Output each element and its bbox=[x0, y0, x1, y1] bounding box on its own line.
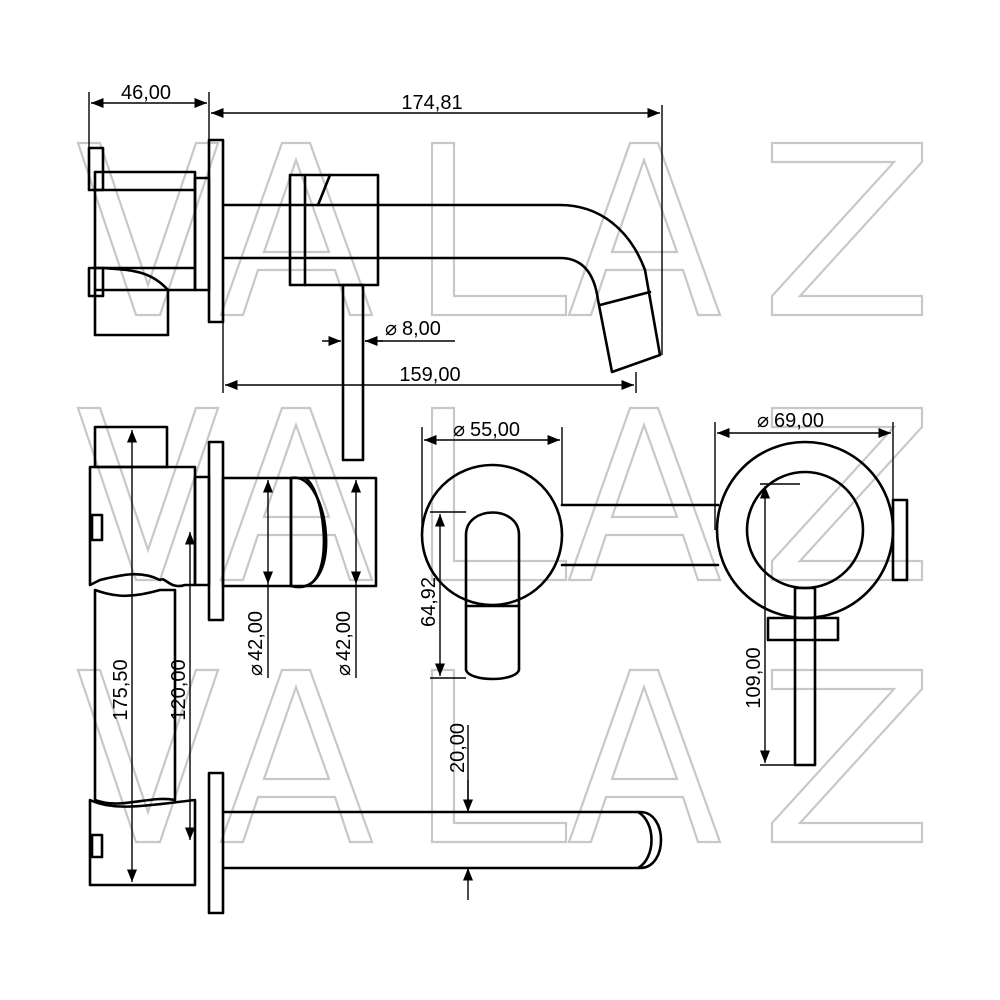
wall-plate bbox=[207, 138, 225, 324]
spout bbox=[221, 203, 662, 374]
valve-side-view bbox=[88, 425, 663, 915]
dim-20: 20,00 bbox=[447, 723, 474, 900]
dim-dia-55: ⌀ 55,00 bbox=[421, 419, 563, 535]
dim-dia-55-symbol: ⌀ bbox=[453, 419, 465, 441]
spout-wall-plate bbox=[207, 771, 225, 915]
dim-120-label: 120,00 bbox=[168, 659, 190, 720]
dim-109: 109,00 bbox=[743, 483, 800, 766]
watermark bbox=[76, 141, 924, 844]
dim-175-50-label: 175,50 bbox=[110, 659, 132, 720]
dim-dia-42-a-symbol: ⌀ bbox=[245, 664, 267, 676]
dim-dia-69-label: 69,00 bbox=[774, 410, 824, 432]
dim-120: 120,00 bbox=[168, 532, 196, 840]
dim-64-92-label: 64,92 bbox=[418, 577, 440, 627]
dim-64-92: 64,92 bbox=[418, 511, 466, 679]
dim-dia-42-a: 42,00 ⌀ bbox=[245, 480, 274, 678]
dim-dia-55-label: 55,00 bbox=[470, 419, 520, 441]
spout-rosette bbox=[420, 463, 564, 607]
dim-dia-42-b: 42,00 ⌀ bbox=[333, 480, 362, 678]
dim-dia-8: ⌀ 8,00 bbox=[322, 318, 455, 347]
dim-dia-69: ⌀ 69,00 bbox=[714, 410, 894, 530]
dim-dia-8-label: 8,00 bbox=[402, 318, 441, 340]
handle-block bbox=[288, 173, 380, 287]
handle-lever bbox=[793, 586, 817, 767]
spout-front bbox=[464, 511, 521, 681]
body-inlet bbox=[93, 288, 170, 337]
watermark-row-1 bbox=[76, 141, 924, 317]
dim-109-label: 109,00 bbox=[743, 647, 765, 708]
dim-dia-69-symbol: ⌀ bbox=[757, 410, 769, 432]
front-view bbox=[420, 440, 909, 767]
dim-dia-8-symbol: ⌀ bbox=[385, 318, 397, 340]
dim-174-81-label: 174,81 bbox=[401, 92, 462, 114]
dim-dia-42-b-symbol: ⌀ bbox=[333, 664, 355, 676]
handle-cylinder-2 bbox=[289, 476, 378, 588]
side-view bbox=[87, 138, 662, 462]
watermark-row-3 bbox=[76, 668, 924, 844]
dim-46: 46,00 bbox=[88, 82, 210, 150]
dim-20-label: 20,00 bbox=[447, 723, 469, 773]
dim-dia-42-a-label: 42,00 bbox=[245, 611, 267, 661]
body-top-cap bbox=[93, 425, 169, 469]
dim-46-label: 46,00 bbox=[121, 82, 171, 104]
dim-dia-42-b-label: 42,00 bbox=[333, 611, 355, 661]
watermark-row-2 bbox=[76, 406, 924, 582]
spout-plan bbox=[221, 810, 663, 870]
dim-175-50: 175,50 bbox=[110, 430, 138, 882]
handle-rosette bbox=[715, 440, 895, 620]
dim-159: 159,00 bbox=[222, 322, 637, 393]
handle-cylinder bbox=[221, 476, 293, 588]
dim-159-label: 159,00 bbox=[399, 364, 460, 386]
dim-174-81: 174,81 bbox=[211, 92, 663, 355]
valve-wall-plate bbox=[207, 440, 225, 622]
lever bbox=[341, 283, 365, 462]
